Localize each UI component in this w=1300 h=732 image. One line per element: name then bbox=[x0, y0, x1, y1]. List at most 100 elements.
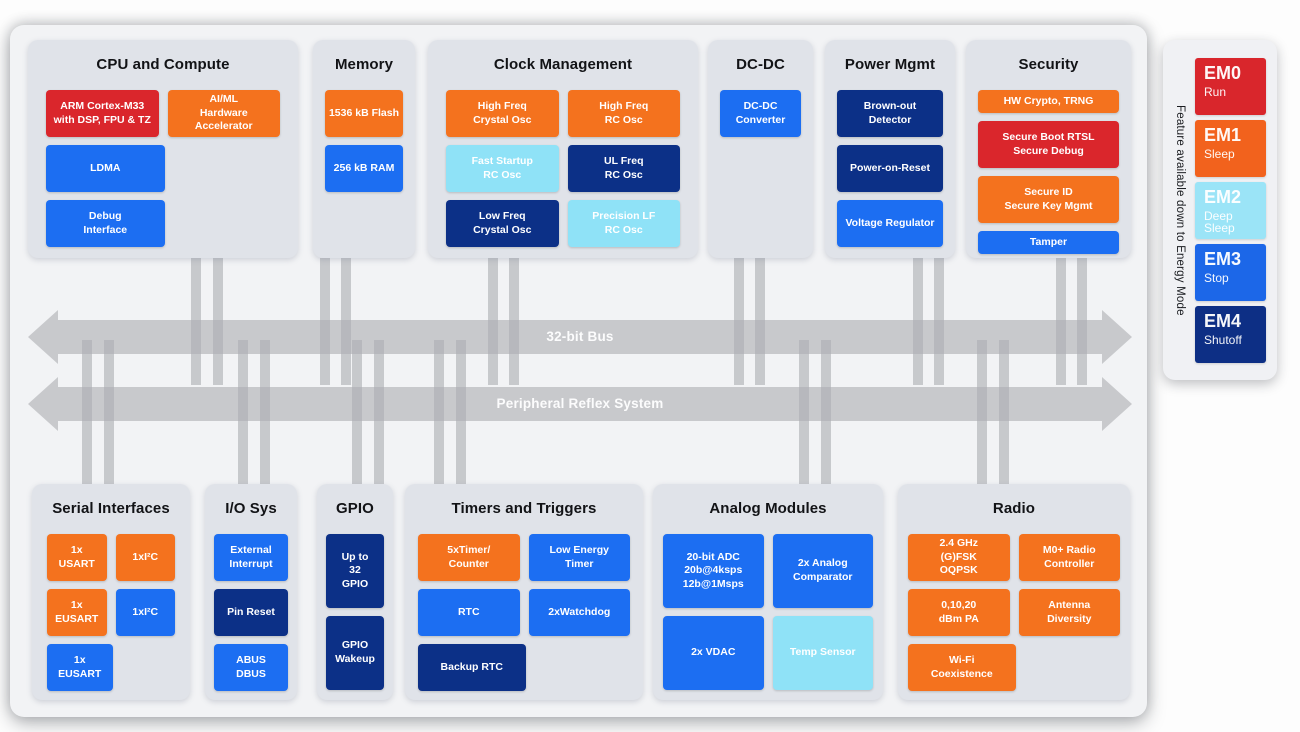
block-row: Tamper bbox=[978, 231, 1119, 254]
block-label: Temp Sensor bbox=[789, 646, 856, 659]
block-power-on-reset: Power-on-Reset bbox=[837, 145, 943, 192]
block-label: DC-DC Converter bbox=[735, 99, 786, 126]
block-label: Power-on-Reset bbox=[850, 161, 930, 174]
block-voltage-regulator: Voltage Regulator bbox=[837, 200, 943, 247]
block-label: 256 kB RAM bbox=[333, 161, 395, 174]
block-label: Backup RTC bbox=[440, 660, 503, 673]
block-row: ARM Cortex-M33 with DSP, FPU & TZ AI/ML H… bbox=[46, 90, 280, 137]
bus-connector bbox=[913, 258, 923, 385]
block-row: GPIO Wakeup bbox=[326, 616, 384, 690]
block-label: 0,10,20 dBm PA bbox=[938, 598, 979, 625]
block-label: Debug Interface bbox=[83, 209, 128, 236]
block-label: 1xI²C bbox=[132, 605, 159, 618]
section-title-gpio: GPIO bbox=[336, 500, 374, 517]
block-ldma: LDMA bbox=[46, 145, 165, 192]
block-row: External Interrupt bbox=[214, 534, 288, 581]
block-label: 2x Analog Comparator bbox=[792, 557, 853, 583]
bus-32bit-label: 32-bit Bus bbox=[546, 329, 614, 344]
bus-connector bbox=[755, 258, 765, 385]
section-title-iosys: I/O Sys bbox=[225, 500, 277, 517]
block-row: HW Crypto, TRNG bbox=[978, 90, 1119, 113]
block-row: Secure ID Secure Key Mgmt bbox=[978, 176, 1119, 223]
em-mode-desc: Deep Sleep bbox=[1204, 208, 1235, 236]
bus-connector bbox=[374, 340, 384, 484]
block-label: GPIO Wakeup bbox=[335, 639, 375, 665]
block-label: Fast Startup RC Osc bbox=[471, 154, 533, 181]
energy-mode-caption: Feature available down to Energy Mode bbox=[1174, 104, 1186, 316]
block-tamper: Tamper bbox=[978, 231, 1119, 254]
em-mode-desc: Run bbox=[1204, 84, 1227, 99]
block-row: 1x EUSART 1xI²C bbox=[47, 589, 175, 636]
bus-connector bbox=[352, 340, 362, 484]
block-external-interrupt: External Interrupt bbox=[214, 534, 288, 581]
block-1x-eusart: 1x EUSART bbox=[47, 644, 113, 691]
block-label: 1x EUSART bbox=[55, 598, 99, 625]
em-mode-name: EM0 bbox=[1204, 63, 1242, 83]
block-label: ARM Cortex-M33 with DSP, FPU & TZ bbox=[53, 99, 151, 126]
block-label: Voltage Regulator bbox=[845, 216, 935, 229]
block-label: High Freq Crystal Osc bbox=[473, 99, 532, 126]
section-title-serial: Serial Interfaces bbox=[52, 500, 170, 517]
block-hw-crypto-trng: HW Crypto, TRNG bbox=[978, 90, 1119, 113]
bus-connector bbox=[1077, 258, 1087, 385]
block-1xi-c: 1xI²C bbox=[115, 589, 175, 636]
block-row: Up to 32 GPIO bbox=[326, 534, 384, 608]
bus-connector bbox=[213, 258, 223, 385]
bus-peripheral-reflex-system: Peripheral Reflex System bbox=[28, 377, 1132, 431]
block-ai-ml-hardware-accelerator: AI/ML Hardware Accelerator bbox=[167, 90, 280, 137]
block-brown-out-detector: Brown-out Detector bbox=[837, 90, 943, 137]
block-wi-fi-coexistence: Wi-Fi Coexistence bbox=[908, 644, 1016, 691]
soc-diagram-card: 32-bit Bus Peripheral Reflex System CPU … bbox=[10, 25, 1147, 717]
block-label: ABUS DBUS bbox=[236, 653, 266, 680]
block-label: Up to 32 GPIO bbox=[341, 550, 369, 590]
block-label: Pin Reset bbox=[227, 605, 275, 618]
block-row: 256 kB RAM bbox=[325, 145, 403, 192]
block-20-bit-adc-20b-4ksps-12b-1msps: 20-bit ADC 20b@4ksps 12b@1Msps bbox=[663, 534, 764, 608]
block-row: ABUS DBUS bbox=[214, 644, 288, 691]
block-row: DC-DC Converter bbox=[720, 90, 801, 137]
bus-connector bbox=[341, 258, 351, 385]
block-label: 1x USART bbox=[58, 543, 95, 570]
block-label: M0+ Radio Controller bbox=[1042, 543, 1096, 570]
bus-connector bbox=[999, 340, 1009, 484]
bus-connector bbox=[734, 258, 744, 385]
block-2x-vdac: 2x VDAC bbox=[663, 616, 764, 690]
section-title-power: Power Mgmt bbox=[844, 56, 936, 73]
block-label: 5xTimer/ Counter bbox=[447, 543, 491, 570]
bus-connector bbox=[799, 340, 809, 484]
block-2xwatchdog: 2xWatchdog bbox=[528, 589, 630, 636]
section-title-security: Security bbox=[1018, 56, 1079, 73]
block-label: External Interrupt bbox=[229, 543, 273, 570]
section-title-dcdc: DC-DC bbox=[736, 56, 785, 73]
bus-connector bbox=[1056, 258, 1066, 385]
em-mode-name: EM4 bbox=[1204, 311, 1242, 331]
block-row: 1536 kB Flash bbox=[325, 90, 403, 137]
bus-connector bbox=[977, 340, 987, 484]
bus-connector bbox=[488, 258, 498, 385]
section-gpio: GPIO Up to 32 GPIO GPIO Wakeup bbox=[317, 484, 393, 700]
block-label: 1536 kB Flash bbox=[328, 106, 400, 119]
bus-connector bbox=[320, 258, 330, 385]
block-label: High Freq RC Osc bbox=[599, 99, 649, 126]
bus-connector bbox=[934, 258, 944, 385]
block-label: 20-bit ADC 20b@4ksps 12b@1Msps bbox=[682, 550, 744, 590]
bus-connector bbox=[191, 258, 201, 385]
block-secure-id-secure-key-mgmt: Secure ID Secure Key Mgmt bbox=[978, 176, 1119, 223]
block-row: Pin Reset bbox=[214, 589, 288, 636]
block-high-freq-crystal-osc: High Freq Crystal Osc bbox=[446, 90, 559, 137]
em-mode-name: EM2 bbox=[1204, 187, 1242, 207]
